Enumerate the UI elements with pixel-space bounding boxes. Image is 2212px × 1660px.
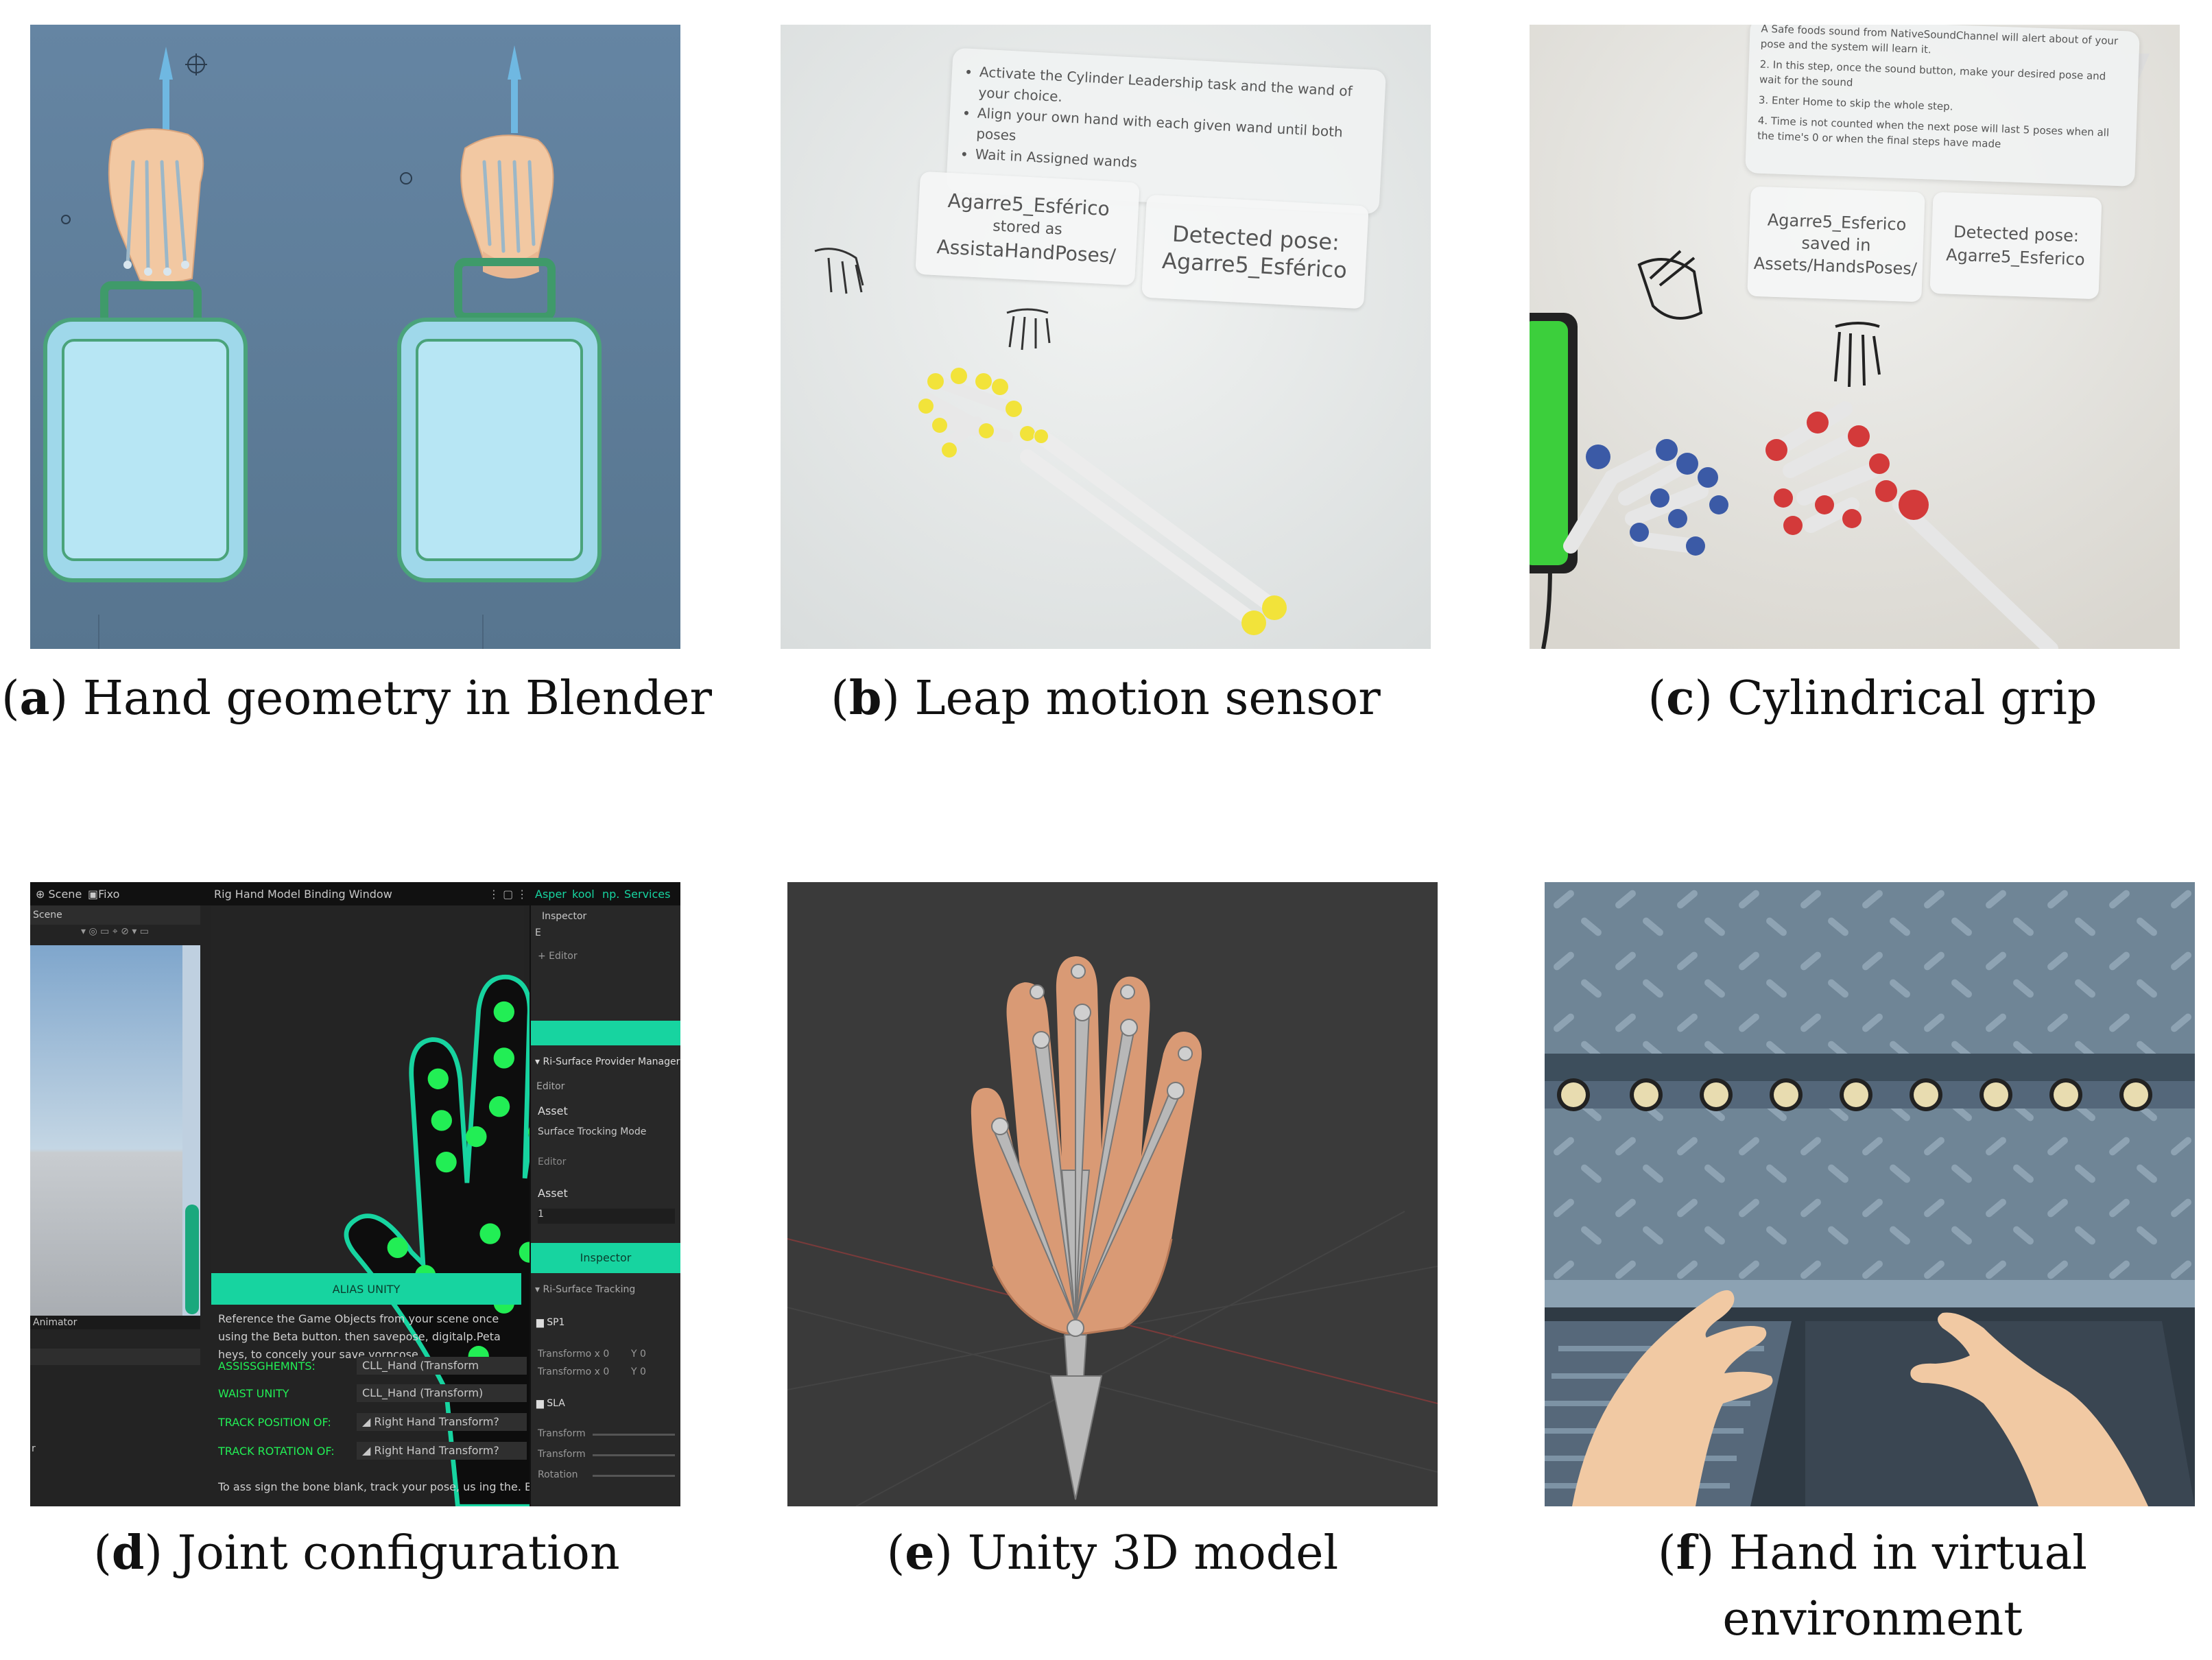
hand-outline-icon [1637,250,1881,388]
slider-track[interactable] [593,1454,675,1456]
alias-unity-label: ALIAS UNITY [332,1283,401,1296]
binding-footer: To ass sign the bone blank, track your p… [218,1480,593,1493]
slider-track[interactable] [593,1475,675,1477]
inspector-e-label: E [535,927,541,938]
window-title: Rig Hand Model Binding Window [214,888,392,901]
field-label: TRACK POSITION OF: [218,1416,331,1429]
field-label: ASSISSGHEMNTS: [218,1360,316,1373]
transform-x2[interactable]: Transformo x 0 [538,1366,610,1377]
suitcase-right [397,258,602,582]
inspector-button[interactable] [531,1243,680,1273]
field-value-input[interactable]: ◢ Right Hand Transform? [357,1413,527,1431]
green-screen [1530,321,1568,565]
panel-a-image [30,25,680,649]
tab-tool[interactable]: kool [572,888,595,901]
virtual-hand-right [1910,1312,2148,1506]
field-label: WAIST UNITY [218,1387,289,1400]
menu-icon[interactable]: ⋮ ▢ ⋮ [488,888,528,901]
inspector-title: Inspector [542,911,587,922]
detected-value: Agarre5_Esferico [1945,245,2086,270]
field-value-input[interactable]: CLL_Hand (Transform) [357,1384,527,1402]
caption-e: (e) Unity 3D model [886,1526,1339,1580]
tracking-mode[interactable]: Surface Trocking Mode [538,1126,647,1137]
panel-b-image: Activate the Cylinder Leadership task an… [781,25,1431,649]
caption-b: (b) Leap motion sensor [831,671,1381,726]
scene-viewport[interactable] [30,945,182,1316]
animator-row [30,1349,200,1365]
binding-window [211,905,662,1506]
saved-pose-box[interactable]: Agarre5_Esferico saved in Assets/HandsPo… [1747,186,1925,303]
inspector-green-bar [531,1021,680,1045]
tab-aspect[interactable]: Asper [535,888,567,901]
hand-preview [185,1205,199,1314]
scene-sub-tab[interactable]: Scene [33,910,62,921]
inspector-editor3: Editor [538,1157,567,1167]
ceiling-lights [1557,1078,2152,1111]
transform-y1[interactable]: Y 0 [631,1349,646,1360]
slider-track[interactable] [593,1434,675,1436]
virtual-hand-left [1572,1290,1773,1506]
field-label: TRACK ROTATION OF: [218,1445,335,1458]
tracked-hand [918,368,1287,635]
binding-description: Reference the Game Objects from your sce… [218,1312,501,1361]
caption-d: (d) Joint configuration [93,1526,620,1580]
hand-outline-icon [814,248,1051,351]
tab-fixed[interactable]: ▣Fixo [88,888,120,901]
inspector-editor2: Editor [536,1081,565,1092]
sla-item[interactable]: ▆ SLA [536,1398,565,1409]
sp1-item[interactable]: ▆ SP1 [536,1317,565,1328]
suitcase-left [43,281,248,582]
caption-c: (c) Cylindrical grip [1648,671,2097,726]
tab-services[interactable]: Services [624,888,671,901]
left-edge-label: r [32,1443,36,1454]
caption-a: (a) Hand geometry in Blender [1,671,713,726]
scene-tool-icons[interactable]: ▾ ◎ ▭ ⌖ ⊘ ▾ ▭ [81,926,150,937]
inspector-button-label: Inspector [580,1251,632,1264]
tab-scene[interactable]: ⊕ Scene [36,888,82,901]
inspector-asset: Asset [538,1104,568,1117]
tracked-hand-blue [1563,439,1728,556]
tab-np[interactable]: np. [602,888,620,901]
animator-label: Animator [33,1317,78,1328]
blender-scene [30,25,680,649]
panel-c-image: A Safe foods sound from NativeSoundChann… [1530,25,2180,649]
panel-e-image [787,882,1438,1506]
detected-pose-box: Detected pose: Agarre5_Esférico [1141,194,1369,309]
alias-unity-bar[interactable] [211,1273,521,1305]
slider-label: Rotation [538,1469,578,1480]
surface-tracking[interactable]: ▾ Ri-Surface Tracking [535,1284,636,1295]
transform-x1[interactable]: Transformo x 0 [538,1349,610,1360]
scene-toolbar [30,905,200,925]
animator-bar [30,1316,200,1329]
asset-value-input[interactable]: 1 [538,1209,675,1224]
tracked-hand-red [1765,401,2058,649]
field-value-input[interactable]: ◢ Right Hand Transform? [357,1442,527,1460]
slider-label: Transform [538,1428,586,1439]
inspector-asset2: Asset [538,1187,568,1200]
inspector-editor[interactable]: + Editor [538,951,578,962]
virtual-environment [1545,882,2195,1506]
unity-hand-model [787,882,1438,1506]
field-value-input[interactable]: CLL_Hand (Transform [357,1357,527,1375]
panel-f-image [1545,882,2195,1506]
slider-label: Transform [538,1449,586,1460]
instruction-panel: A Safe foods sound from NativeSoundChann… [1745,25,2140,187]
inspector-panel [530,905,680,1506]
stored-pose-box[interactable]: Agarre5_Esférico stored as AssistaHandPo… [915,171,1140,286]
hand-model-right [460,45,554,278]
panel-d-image: ⊕ Scene ▣Fixo Rig Hand Model Binding Win… [30,882,680,1506]
provider-manager[interactable]: ▾ Ri-Surface Provider Manager [535,1056,680,1067]
hand-model-left [108,47,204,283]
top-tab-bar [30,882,680,905]
caption-f: (f) Hand in virtual environment [1658,1526,2087,1646]
detected-pose-box: Detected pose: Agarre5_Esferico [1929,191,2102,300]
transform-y2[interactable]: Y 0 [631,1366,646,1377]
